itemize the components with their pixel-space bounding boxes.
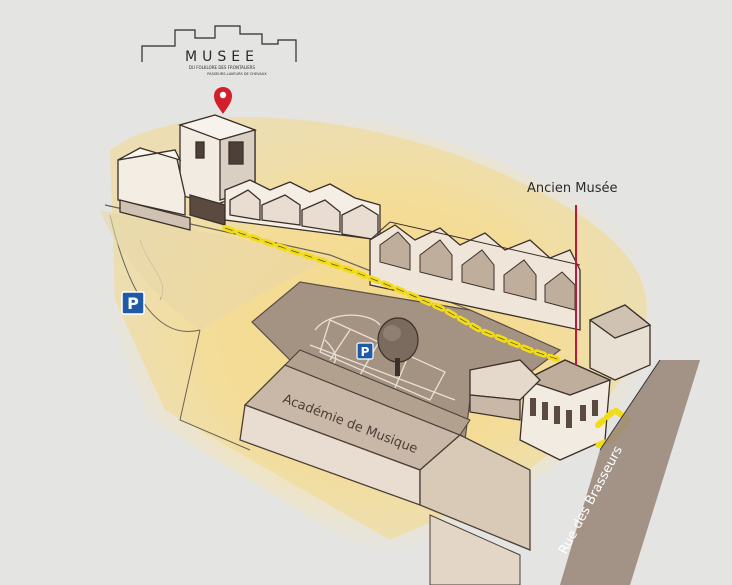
- parking-icon: P: [356, 342, 374, 360]
- logo-line1: DU FOLKLORE DES FRONTALIERS: [189, 65, 256, 70]
- logo-wordmark: MUSEE: [185, 49, 259, 65]
- gravel-area: [100, 210, 330, 330]
- rue-des-brasseurs: [560, 359, 700, 585]
- svg-text:P: P: [127, 294, 139, 313]
- ancien-musee-label: Ancien Musée: [527, 181, 618, 196]
- location-pin-icon: [214, 87, 232, 114]
- logo-line2: PASSEURS-LAVEURS DE CHEVAUX: [207, 72, 267, 76]
- museum-logo: MUSEE DU FOLKLORE DES FRONTALIERS PASSEU…: [141, 25, 297, 76]
- tree-icon: [377, 317, 419, 376]
- parking-icon: P: [121, 291, 145, 315]
- museum-row: [117, 114, 652, 461]
- svg-text:P: P: [361, 345, 370, 359]
- academie-building: [239, 349, 531, 585]
